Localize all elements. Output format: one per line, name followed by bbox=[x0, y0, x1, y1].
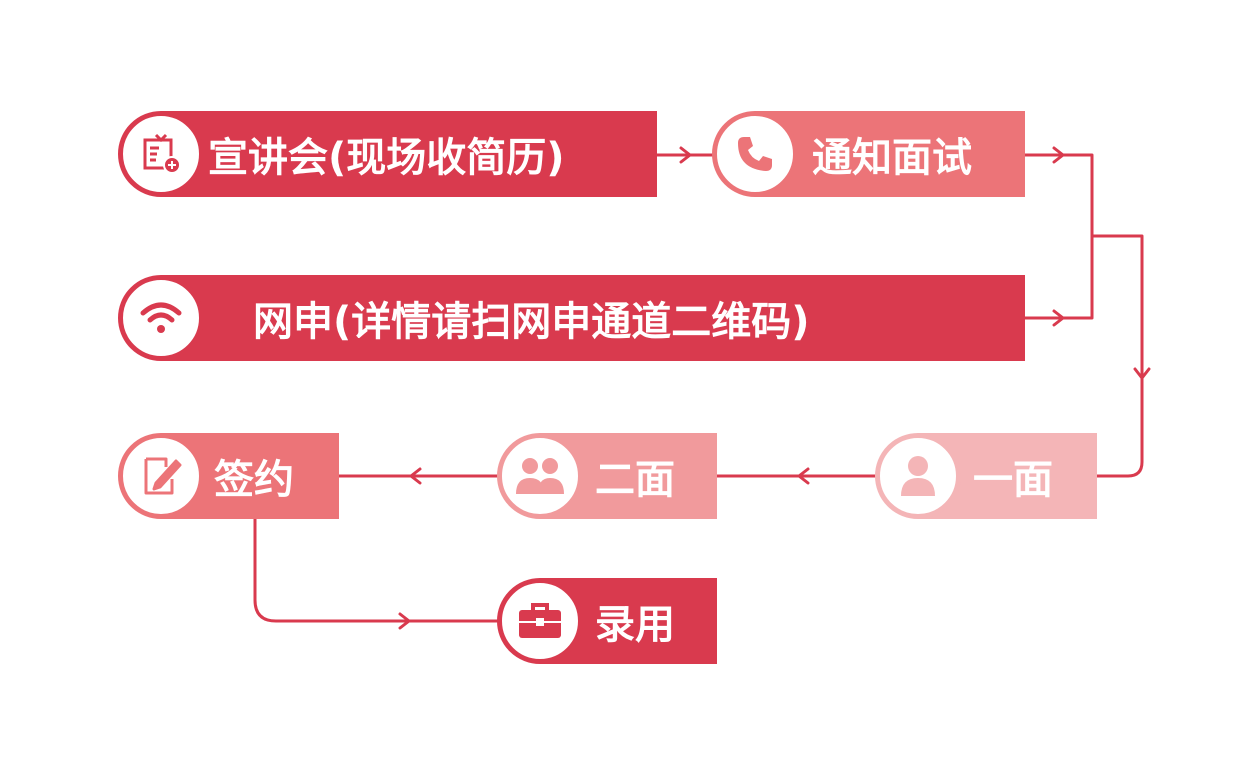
node-notify-interview-label: 通知面试 bbox=[812, 135, 972, 181]
arrowhead-sign bbox=[409, 467, 422, 485]
node-sign-contract: 签约 bbox=[118, 433, 339, 519]
connector-notify-to-merge bbox=[1023, 153, 1094, 238]
group-icon bbox=[514, 454, 566, 498]
phone-icon bbox=[734, 133, 776, 175]
node-first-interview: 一面 bbox=[875, 433, 1097, 519]
connector-sign-to-hired bbox=[253, 517, 499, 623]
node-notify-interview: 通知面试 bbox=[712, 111, 1025, 197]
node-second-interview: 二面 bbox=[497, 433, 717, 519]
node-sign-contract-label: 签约 bbox=[214, 457, 294, 503]
arrowhead-notify bbox=[679, 146, 692, 164]
node-careers-talk: 宣讲会(现场收简历) bbox=[118, 111, 657, 197]
arrowhead-second bbox=[797, 467, 810, 485]
notice-board-icon bbox=[139, 132, 183, 176]
arrowhead-down bbox=[1133, 367, 1151, 380]
arrowhead-hired bbox=[398, 612, 411, 630]
node-online-apply: 网申(详情请扫网申通道二维码) bbox=[118, 275, 1025, 361]
connector-merge-to-first bbox=[1090, 234, 1144, 478]
connector-apply-to-merge bbox=[1023, 234, 1094, 320]
arrowhead-apply-out bbox=[1052, 309, 1065, 327]
node-careers-talk-label: 宣讲会(现场收简历) bbox=[208, 135, 565, 181]
briefcase-icon bbox=[516, 600, 564, 642]
node-first-interview-label: 一面 bbox=[973, 457, 1053, 503]
wifi-icon bbox=[138, 298, 184, 338]
node-online-apply-label: 网申(详情请扫网申通道二维码) bbox=[253, 299, 810, 345]
node-hired-label: 录用 bbox=[595, 602, 675, 648]
arrowhead-notify-out bbox=[1052, 146, 1065, 164]
pen-document-icon bbox=[138, 453, 184, 499]
node-second-interview-label: 二面 bbox=[595, 457, 675, 503]
node-hired: 录用 bbox=[497, 578, 717, 664]
person-icon bbox=[898, 454, 938, 498]
